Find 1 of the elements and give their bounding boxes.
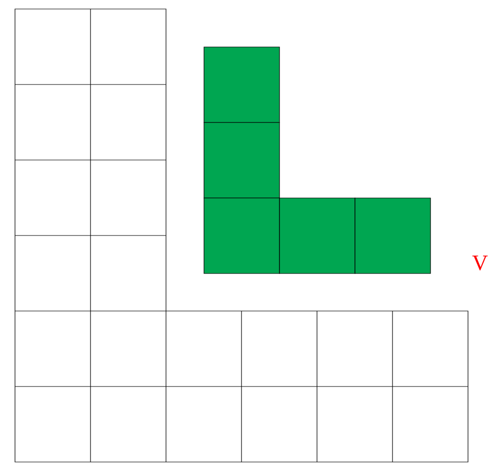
letter-label: V [472,256,488,270]
